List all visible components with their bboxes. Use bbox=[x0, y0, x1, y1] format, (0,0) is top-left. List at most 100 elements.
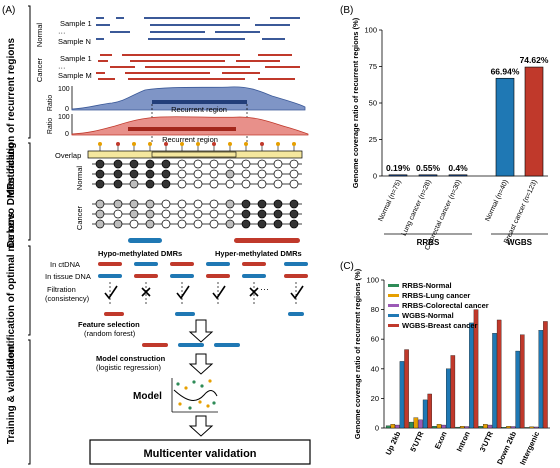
cpg-lollipop bbox=[196, 142, 200, 146]
cpg-dot bbox=[241, 169, 251, 179]
chart-b-bar bbox=[448, 174, 468, 177]
cpg-dot bbox=[145, 159, 155, 169]
chart-c-bar bbox=[483, 424, 488, 429]
cpg-dot bbox=[209, 159, 219, 169]
chart-c-legend-label: WGBS-Breast cancer bbox=[402, 321, 478, 330]
cpg-lollipop bbox=[244, 142, 248, 146]
cpg-lollipop bbox=[276, 142, 280, 146]
chart-c-ytick: 20 bbox=[371, 394, 379, 403]
ctdna-marker bbox=[170, 262, 194, 266]
check-icon bbox=[104, 285, 118, 300]
chart-c-bar bbox=[510, 426, 516, 429]
ratio-max-cancer: 100 bbox=[58, 114, 70, 121]
cpg-dot bbox=[161, 179, 171, 189]
cpg-dot bbox=[225, 209, 235, 219]
cpg-dot bbox=[145, 209, 155, 219]
cpg-dot bbox=[209, 199, 219, 209]
ctdna-marker bbox=[206, 262, 230, 266]
cpg-dot bbox=[273, 209, 283, 219]
stage-label-2: De novo DMRs calling bbox=[6, 142, 17, 247]
chart-b-xtick: Normal (n=40) bbox=[484, 179, 509, 223]
cpg-dot bbox=[95, 199, 105, 209]
cpg-dot bbox=[145, 179, 155, 189]
cpg-dot bbox=[145, 199, 155, 209]
chart-b-ytick: 100 bbox=[364, 26, 377, 35]
chart-c-ytick: 60 bbox=[371, 335, 379, 344]
model-point bbox=[212, 401, 216, 405]
check-icon bbox=[290, 285, 304, 300]
cpg-dot bbox=[129, 159, 139, 169]
chart-c-bar bbox=[533, 426, 539, 429]
ratio-axis-label-cancer: Ratio bbox=[47, 118, 54, 134]
model-construction-sub-label: (logistic regression) bbox=[96, 363, 162, 372]
cpg-lollipop bbox=[132, 142, 136, 146]
cpg-dot bbox=[145, 219, 155, 229]
tissue-marker bbox=[242, 274, 266, 278]
chart-b-bar bbox=[418, 174, 438, 177]
ratio-axis-label-normal: Ratio bbox=[47, 95, 54, 111]
hypo-dmr-marker bbox=[128, 238, 162, 243]
chart-c-bar bbox=[450, 355, 456, 429]
cpg-lollipop bbox=[180, 142, 184, 146]
cpg-dot bbox=[161, 169, 171, 179]
cpg-dot bbox=[225, 169, 235, 179]
cpg-lollipop bbox=[260, 142, 264, 146]
chart-c-bar bbox=[464, 426, 470, 429]
cpg-dot bbox=[209, 179, 219, 189]
chart-c-bar bbox=[487, 424, 493, 429]
cancer-sample-m-label: Sample M bbox=[58, 71, 92, 80]
stage-label-1: Identification of recurrent regions bbox=[6, 38, 17, 198]
cpg-dot bbox=[113, 219, 123, 229]
chart-c-xtick: Up 2kb bbox=[384, 430, 403, 457]
check-icon bbox=[176, 285, 190, 300]
cpg-dot bbox=[95, 209, 105, 219]
cpg-lollipop bbox=[148, 142, 152, 146]
cpg-dot bbox=[273, 199, 283, 209]
cpg-dot bbox=[161, 159, 171, 169]
cpg-dot bbox=[193, 179, 203, 189]
cpg-dot bbox=[177, 219, 187, 229]
model-point bbox=[208, 379, 212, 383]
chart-b-data-label: 66.94% bbox=[491, 66, 520, 76]
cpg-dot bbox=[257, 219, 267, 229]
chart-c-xtick: Intergenic bbox=[518, 430, 541, 466]
cpg-dot bbox=[129, 169, 139, 179]
chart-b-data-label: 0.4% bbox=[448, 163, 468, 173]
cpg-dot bbox=[289, 219, 299, 229]
cpg-dot bbox=[241, 219, 251, 229]
chart-c-legend-swatch bbox=[388, 304, 399, 307]
tissue-marker bbox=[206, 274, 230, 278]
chart-c-bar bbox=[409, 421, 414, 429]
cpg-dot bbox=[129, 179, 139, 189]
cpg-dot bbox=[161, 219, 171, 229]
normal-sample-1-label: Sample 1 bbox=[60, 19, 92, 28]
arrow-2 bbox=[188, 353, 214, 375]
chart-c-xtick: Down 2kb bbox=[495, 430, 518, 466]
chart-b-data-label: 0.55% bbox=[416, 163, 441, 173]
cpg-dot bbox=[273, 169, 283, 179]
model-point bbox=[176, 382, 180, 386]
chart-b-bar bbox=[524, 66, 544, 177]
chart-c-ylabel: Genome coverage ratio of recurrent regio… bbox=[353, 268, 362, 439]
model-point bbox=[198, 400, 202, 404]
cancer-ellipsis: ··· bbox=[58, 63, 66, 72]
chart-c-ytick: 0 bbox=[375, 424, 379, 433]
chart-c-xtick: Intron bbox=[455, 430, 472, 453]
chart-c-bar bbox=[478, 426, 483, 429]
hyper-dmr-marker bbox=[234, 238, 300, 243]
ratio-min-cancer: 0 bbox=[65, 131, 69, 138]
chart-c-legend-label: RRBS-Colorectal cancer bbox=[402, 301, 489, 310]
cpg-lollipop bbox=[292, 142, 296, 146]
ctdna-marker bbox=[98, 262, 122, 266]
cpg-dot bbox=[129, 219, 139, 229]
ratio-area-cancer bbox=[71, 116, 309, 136]
cpg-lollipop bbox=[212, 142, 216, 146]
panel-c-label: (C) bbox=[340, 261, 354, 272]
ctdna-marker bbox=[242, 262, 266, 266]
chart-b-group-label: WGBS bbox=[507, 238, 533, 247]
model-point bbox=[206, 404, 210, 408]
cancer-sample-tracks bbox=[96, 54, 300, 80]
cancer-sample-1-label: Sample 1 bbox=[60, 54, 92, 63]
